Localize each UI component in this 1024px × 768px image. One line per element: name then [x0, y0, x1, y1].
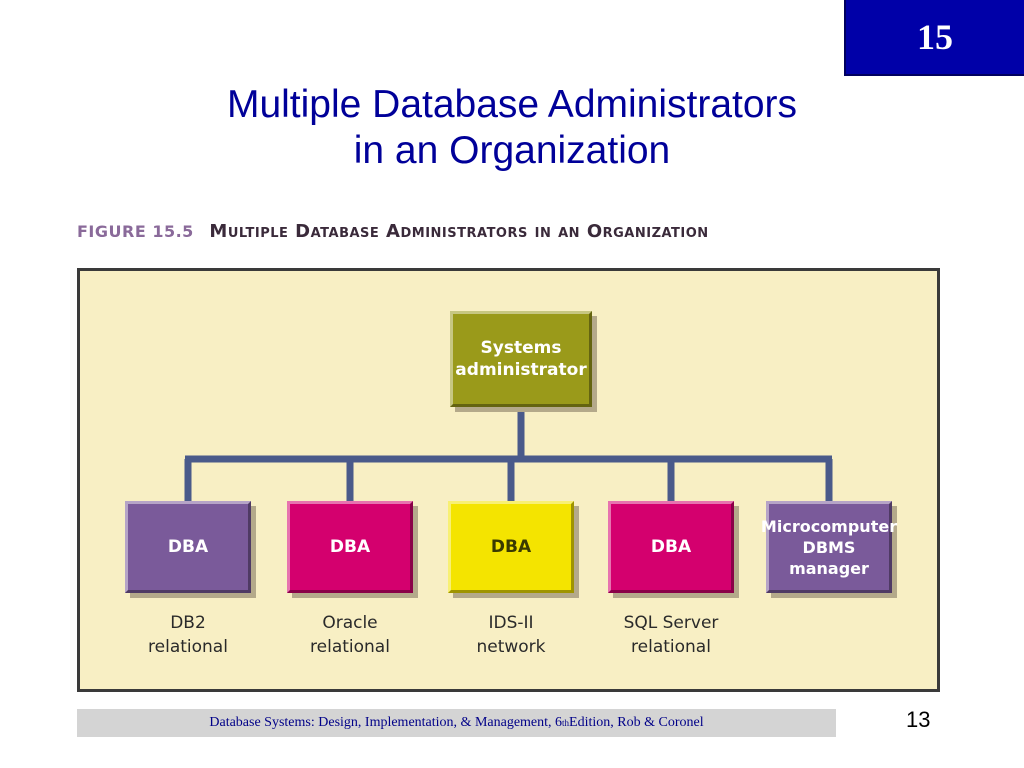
systems-administrator-line-2: administrator [455, 360, 587, 380]
microcomputer-box-line-1: Microcomputer [760, 516, 898, 536]
slide-title: Multiple Database Administrators in an O… [0, 82, 1024, 174]
systems-administrator-line-1: Systems [480, 338, 562, 358]
microcomputer-box-line-2: DBMS manager [789, 537, 869, 578]
footer-text-start: Database Systems: Design, Implementation… [209, 715, 563, 730]
figure-number: FIGURE 15.5 [77, 222, 194, 241]
slide-title-line-2: in an Organization [353, 129, 671, 172]
slide-title-line-1: Multiple Database Administrators [226, 83, 798, 126]
label-oracle-line-1: Oracle [322, 613, 378, 633]
dba-box-db2-line-1: DBA [167, 537, 209, 557]
footer-superscript: th [562, 718, 570, 728]
chapter-number-badge: 15 [844, 0, 1024, 76]
page-number: 13 [906, 707, 931, 732]
label-sql-server-relational: SQL Server relational [601, 611, 741, 659]
label-sql-server-line-2: relational [631, 637, 711, 657]
label-db2-line-1: DB2 [170, 613, 206, 633]
dba-box-ids: DBA [448, 501, 574, 593]
label-oracle-line-2: relational [310, 637, 390, 657]
dba-box-sql-server: DBA [608, 501, 734, 593]
microcomputer-dbms-manager-box: Microcomputer DBMS manager [761, 501, 897, 593]
systems-administrator-box: Systems administrator [450, 311, 592, 407]
figure-caption-text: Multiple Database Administrators in an O… [209, 221, 709, 242]
dba-box-oracle-line-1: DBA [329, 537, 371, 557]
figure-caption: FIGURE 15.5 Multiple Database Administra… [77, 221, 709, 242]
label-db2-relational: DB2 relational [118, 611, 258, 659]
label-db2-line-2: relational [148, 637, 228, 657]
dba-box-db2: DBA [125, 501, 251, 593]
dba-box-ids-line-1: DBA [490, 537, 532, 557]
footer-text-end: Edition, Rob & Coronel [569, 715, 704, 730]
dba-box-sql-server-line-1: DBA [650, 537, 692, 557]
org-chart-connectors [184, 407, 833, 501]
dba-box-oracle: DBA [287, 501, 413, 593]
label-ids-line-1: IDS-II [488, 613, 534, 633]
label-sql-server-line-1: SQL Server [623, 613, 719, 633]
label-ids-line-2: network [476, 637, 546, 657]
org-chart-panel: Systems administrator DBA DBA DBA DBA [77, 268, 940, 692]
label-ids-network: IDS-II network [441, 611, 581, 659]
label-oracle-relational: Oracle relational [280, 611, 420, 659]
footer-citation: Database Systems: Design, Implementation… [77, 709, 836, 737]
